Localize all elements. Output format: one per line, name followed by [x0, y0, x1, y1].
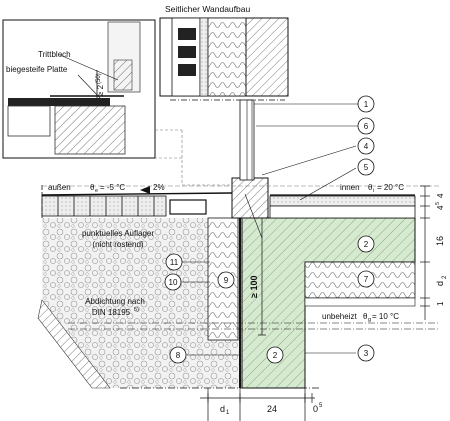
gravel-fill: [42, 218, 242, 388]
inside-temp-symbol: θ: [368, 183, 373, 192]
dim-bottom-24: 24: [267, 404, 277, 414]
unheated-temp-symbol: θ: [363, 312, 368, 321]
outside-temp-symbol: θ: [90, 183, 95, 192]
wall-inset-title: Seitlicher Wandaufbau: [165, 4, 250, 14]
callout-9: [217, 271, 235, 289]
callout-6-text: 6: [364, 122, 369, 131]
callout-8: [169, 346, 187, 364]
trittblech-label: Trittblech: [38, 50, 71, 59]
callout-5-text: 5: [364, 163, 369, 172]
outside-temp-sub: e: [95, 188, 98, 194]
inside-temp-value: = 20 °C: [377, 183, 404, 192]
dim-right-4b: 4: [436, 205, 445, 210]
unheated-temp-value: = 10 °C: [372, 312, 399, 321]
callout-11-text: 11: [170, 258, 179, 267]
callout-3-text: 3: [364, 349, 369, 358]
callout-7-text: 7: [364, 275, 369, 284]
wall-inset: Seitlicher Wandaufbau: [159, 4, 289, 101]
callout-4-text: 4: [364, 142, 369, 151]
dim-right-4b-sup: 5: [435, 202, 441, 205]
slope-label: 2%: [153, 183, 165, 192]
wall-insulation: [207, 17, 247, 97]
inside-temp-sub: i: [373, 188, 374, 194]
dim-right-4a: 4: [436, 193, 445, 198]
callout-11: [165, 253, 183, 271]
impact-insulation: [269, 205, 416, 219]
dim-right-1: 1: [436, 301, 445, 306]
min-height-label: ≥ 2: [96, 84, 105, 96]
callout-10: [164, 273, 182, 291]
dim-bottom-d1: d: [220, 404, 225, 414]
callout-1-text: 1: [364, 100, 369, 109]
dim-bottom-d1-sub: 1: [226, 410, 230, 416]
right-dimension-chain: [420, 185, 430, 320]
platte-label: biegesteife Platte: [6, 65, 68, 74]
slope-arrow-icon: [140, 186, 150, 194]
callout-9-text: 9: [224, 276, 229, 285]
sealing-note-line2: DIN 18195: [92, 308, 131, 317]
unheated-label: unbeheizt: [322, 312, 357, 321]
bottom-dimension-chain: [200, 388, 315, 421]
dim-bottom-0-sup: 5: [319, 403, 323, 409]
paving-slabs: [41, 195, 167, 217]
threshold-profile: [231, 177, 269, 219]
dim-right-d2-sub: 2: [442, 275, 448, 279]
screed-layer: [269, 195, 416, 207]
height-min-label: ≥ 100: [249, 276, 259, 298]
callout-6: [357, 117, 375, 135]
sealing-note-sup: 5): [134, 307, 139, 313]
insulation-block: [54, 105, 126, 155]
inside-label: innen: [340, 183, 360, 192]
dim-bottom-0: 0: [313, 404, 318, 414]
outside-label: außen: [48, 183, 71, 192]
callout-2-top: [357, 235, 375, 253]
detail-inset: Trittblech biegesteife Platte ≥ 2 (50): [2, 19, 156, 159]
support-note-line1: punktuelles Auflager: [82, 229, 154, 238]
callout-10-text: 10: [169, 278, 178, 287]
min-height-sup: (50): [96, 73, 102, 84]
drainage-grate: [169, 199, 207, 215]
dim-right-d2: d: [435, 281, 445, 286]
dim-right-16: 16: [435, 236, 445, 246]
support-note-line2: (nicht rostend): [92, 240, 143, 249]
outside-temp-value: = -5 °C: [100, 183, 125, 192]
callout-5: [357, 158, 375, 176]
callout-1: [357, 95, 375, 113]
section-labels: außen θ e = -5 °C 2% innen θ i = 20 °C u…: [48, 183, 404, 323]
callout-3: [357, 344, 375, 362]
wall-concrete: [245, 17, 289, 97]
callouts: [164, 95, 375, 364]
callout-4: [357, 137, 375, 155]
sealing-note-line1: Abdichtung nach: [85, 297, 145, 306]
callout-7: [357, 270, 375, 288]
unheated-temp-sub: g: [368, 317, 371, 323]
callout-2-top-text: 2: [364, 240, 369, 249]
callout-8-text: 8: [176, 351, 181, 360]
callout-2-bottom: [266, 346, 284, 364]
callout-2-bottom-text: 2: [273, 351, 278, 360]
trittblech-plate: [8, 98, 110, 106]
